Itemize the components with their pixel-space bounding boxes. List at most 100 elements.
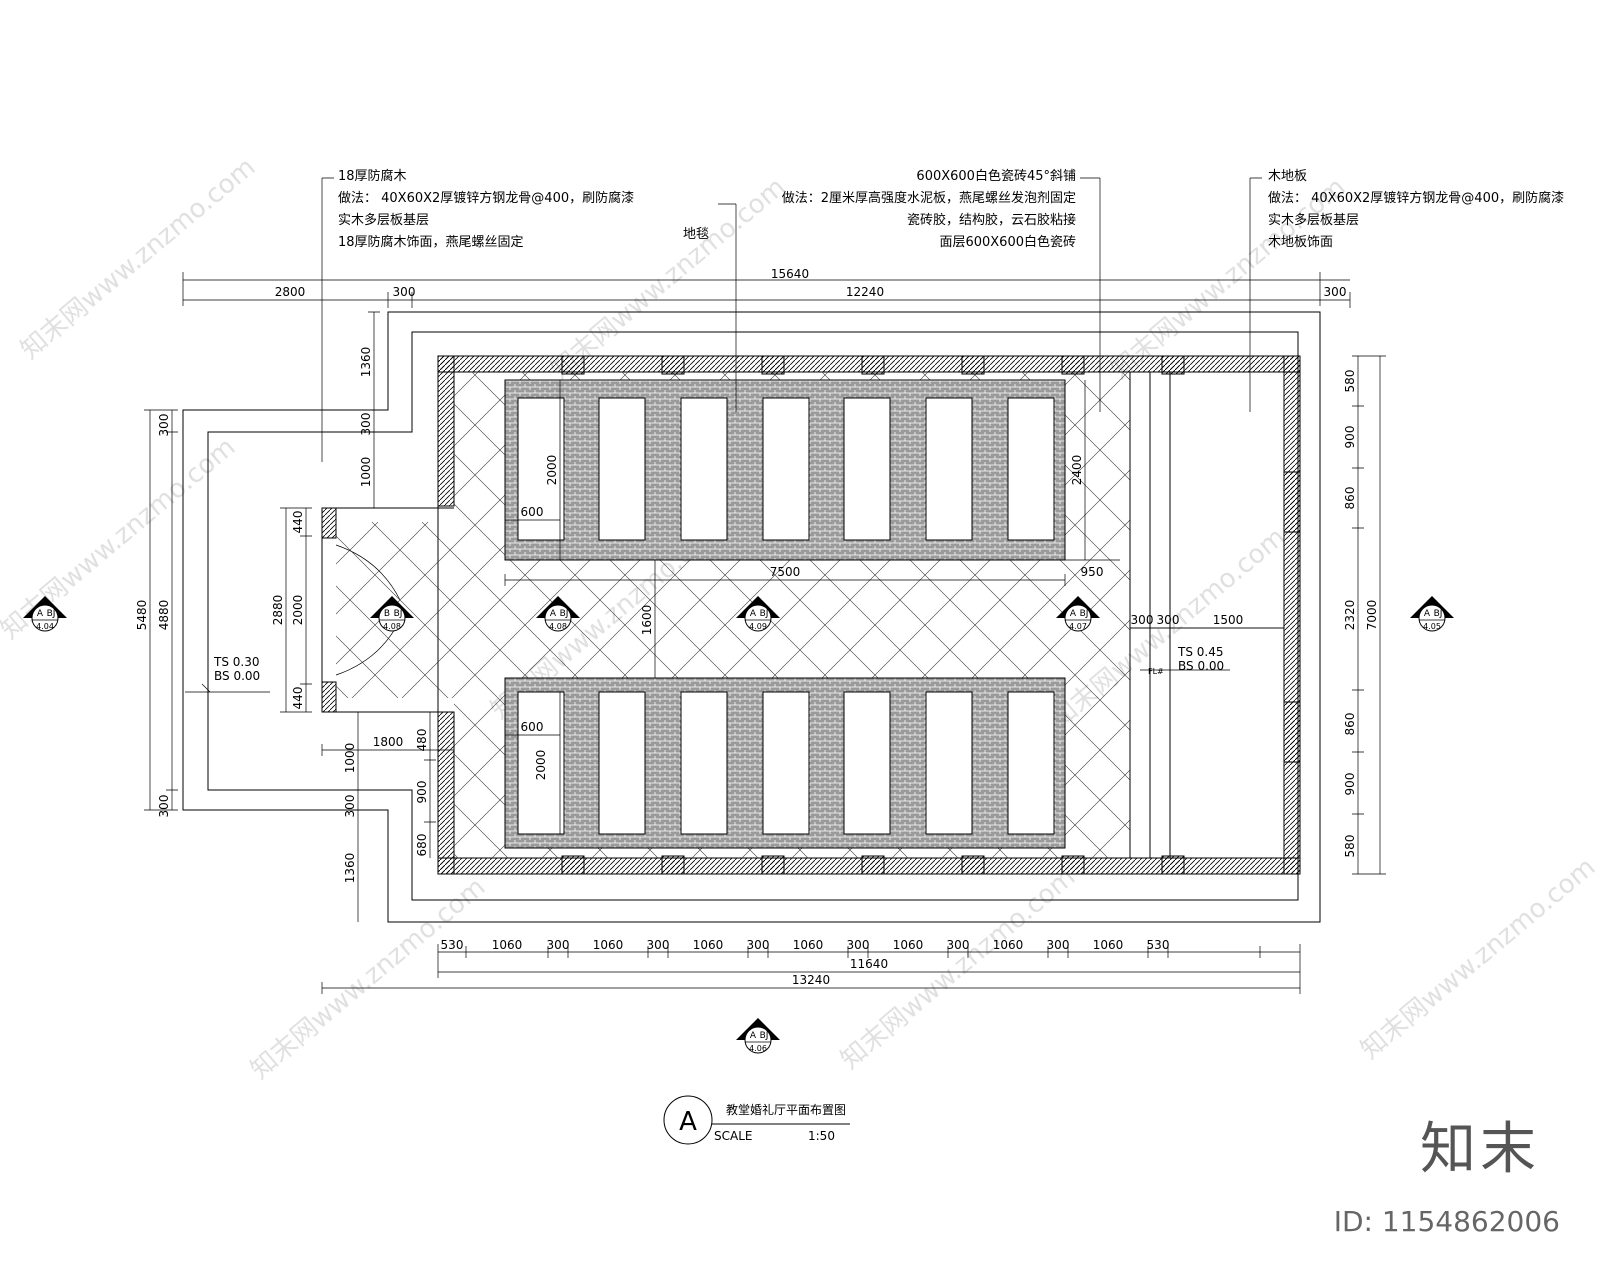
- section-mark-4-04: A BJ 4.04: [23, 596, 67, 632]
- dim-label: 530: [441, 938, 464, 952]
- dim-wing-top: 1360 300 1000: [359, 311, 380, 509]
- dim-label: 480: [415, 729, 429, 752]
- dim-bottom: 530 1060 300 1060 300 1060 300 1060 300 …: [321, 938, 1301, 994]
- entrance-post: [321, 507, 337, 539]
- wall-left-bottom: [437, 711, 455, 875]
- note-line: 做法： 40X60X2厚镀锌方钢龙骨@400，刷防腐漆: [338, 190, 634, 206]
- level-right: TS 0.45 BS 0.00 FL#: [1140, 645, 1230, 676]
- dim-label: 600: [521, 505, 544, 519]
- dim-label: 1600: [640, 605, 654, 636]
- svg-text:BJ: BJ: [760, 1031, 769, 1041]
- dim-label: 680: [415, 834, 429, 857]
- pew: [680, 397, 728, 541]
- svg-text:A: A: [37, 609, 44, 619]
- level-left: TS 0.30 BS 0.00: [185, 655, 270, 693]
- dim-label: 300: [343, 795, 357, 818]
- svg-text:BJ: BJ: [1080, 609, 1089, 619]
- column: [761, 855, 785, 875]
- level-mark: FL#: [1148, 667, 1164, 676]
- column: [561, 355, 585, 375]
- pew: [762, 691, 810, 835]
- pew: [925, 397, 973, 541]
- svg-text:A: A: [1070, 609, 1077, 619]
- pew: [680, 691, 728, 835]
- dim-label: 1060: [693, 938, 724, 952]
- level-text: TS 0.30: [213, 655, 259, 669]
- svg-text:4.08: 4.08: [549, 622, 567, 631]
- dim-label: 300: [157, 795, 171, 818]
- column: [561, 855, 585, 875]
- dim-label: 300: [1324, 285, 1347, 299]
- entrance-post: [321, 681, 337, 713]
- dim-label: 2880: [271, 595, 285, 626]
- dim-label: 950: [1081, 565, 1104, 579]
- note-line: 木地板饰面: [1268, 235, 1333, 250]
- dim-label: 1500: [1213, 613, 1244, 627]
- note-line: 600X600白色瓷砖45°斜铺: [916, 168, 1076, 184]
- watermark-text: 知末网www.znzmo.com: [1355, 852, 1600, 1065]
- svg-text:A: A: [550, 609, 557, 619]
- dim-label: 300: [359, 413, 373, 436]
- note-line: 实木多层板基层: [338, 212, 429, 228]
- note-line: 做法： 40X60X2厚镀锌方钢龙骨@400，刷防腐漆: [1268, 190, 1564, 206]
- entrance-walls: [321, 507, 454, 713]
- columns: [561, 355, 1301, 875]
- column: [861, 355, 885, 375]
- column: [761, 355, 785, 375]
- dim-label: 860: [1343, 713, 1357, 736]
- dim-label: 1060: [1093, 938, 1124, 952]
- title-block: A 教堂婚礼厅平面布置图 SCALE 1:50: [663, 1095, 850, 1145]
- dim-label: 300: [1131, 613, 1154, 627]
- dim-label: 580: [1343, 835, 1357, 858]
- svg-text:A: A: [750, 1031, 757, 1041]
- dim-label: 300: [157, 414, 171, 437]
- dim-label: 1060: [793, 938, 824, 952]
- dim-label: 300: [1047, 938, 1070, 952]
- section-mark-4-09: A BJ 4.09: [736, 596, 780, 632]
- dim-label: 900: [415, 781, 429, 804]
- svg-text:4.07: 4.07: [1069, 622, 1087, 631]
- section-mark-4-08a: B BJ 4.08: [370, 596, 414, 632]
- pew: [517, 397, 565, 541]
- dim-label: 300: [1157, 613, 1180, 627]
- pew: [1007, 397, 1055, 541]
- note-line: 做法：2厘米厚高强度水泥板，燕尾螺丝发泡剂固定: [782, 190, 1076, 206]
- dim-interior: 2000 600 7500 1600 2400 950 300 300 1500…: [504, 380, 1284, 834]
- image-id: ID: 1154862006: [1333, 1205, 1560, 1238]
- note-line: 18厚防腐木饰面，燕尾螺丝固定: [338, 234, 524, 250]
- note-line: 瓷砖胶，结构胶，云石胶粘接: [907, 212, 1076, 228]
- dim-label: 300: [393, 285, 416, 299]
- brand-logo: 知末: [1420, 1117, 1540, 1182]
- svg-text:BJ: BJ: [560, 609, 569, 619]
- svg-text:4.08: 4.08: [383, 622, 401, 631]
- dim-label: 1360: [359, 347, 373, 378]
- watermark-text: 知末网www.znzmo.com: [245, 872, 491, 1085]
- svg-text:A: A: [1424, 609, 1431, 619]
- svg-text:4.05: 4.05: [1423, 622, 1441, 631]
- title-letter: A: [679, 1107, 697, 1137]
- dim-label: 2000: [534, 750, 548, 781]
- dim-label: 11640: [850, 957, 888, 971]
- level-text: BS 0.00: [1178, 659, 1224, 673]
- pew: [843, 691, 891, 835]
- leader-tile: [1080, 177, 1101, 412]
- wall-left-top: [437, 355, 455, 507]
- dim-label: 2000: [545, 455, 559, 486]
- pew: [843, 397, 891, 541]
- svg-text:BJ: BJ: [47, 609, 56, 619]
- level-text: TS 0.45: [1177, 645, 1223, 659]
- dim-label: 1060: [593, 938, 624, 952]
- column: [661, 855, 685, 875]
- pew-row-top: [517, 397, 1055, 541]
- pew: [598, 397, 646, 541]
- svg-text:BJ: BJ: [1434, 609, 1443, 619]
- dim-label: 13240: [792, 973, 830, 987]
- svg-text:BJ: BJ: [394, 609, 403, 619]
- dim-label: 12240: [846, 285, 884, 299]
- section-mark-4-06: A BJ 4.06: [736, 1018, 780, 1054]
- dim-top: 15640 2800 300 12240 300: [182, 267, 1351, 308]
- dim-label: 1360: [343, 853, 357, 884]
- svg-text:4.06: 4.06: [749, 1044, 767, 1053]
- dim-label: 1060: [492, 938, 523, 952]
- column: [961, 855, 985, 875]
